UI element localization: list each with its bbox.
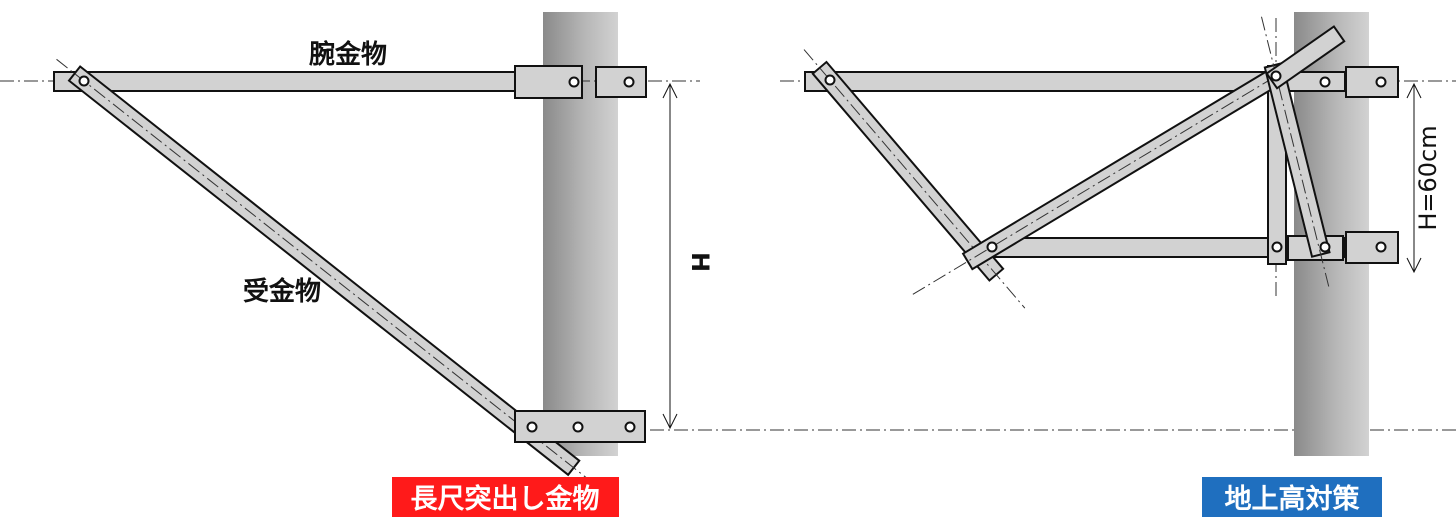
bolt-icon xyxy=(1319,76,1331,88)
right-left-brace-centerline xyxy=(803,49,1026,309)
bolt-icon xyxy=(623,76,635,88)
left-brace-centerline xyxy=(56,58,595,485)
bolt-icon xyxy=(1270,70,1282,82)
bolt-icon xyxy=(1375,76,1387,88)
left-arm-bar xyxy=(53,71,573,92)
right-steep-brace-centerline xyxy=(1260,16,1330,289)
right-extension-bar xyxy=(1265,25,1346,90)
arrow-up-icon xyxy=(1406,82,1422,99)
left-top-clamp-plate xyxy=(595,66,647,98)
arrow-down-icon xyxy=(662,413,678,430)
bolt-icon xyxy=(1375,241,1387,253)
right-diagram: H=60cm 地上高対策 xyxy=(780,12,1456,517)
right-top-clamp-plate xyxy=(1345,66,1399,98)
bolt-icon xyxy=(568,76,580,88)
bolt-icon xyxy=(78,75,90,87)
right-lower-clamp-plate xyxy=(1345,231,1399,264)
left-height-label: H xyxy=(686,252,714,272)
bolt-icon xyxy=(1271,241,1283,253)
bolt-icon xyxy=(1319,241,1331,253)
right-badge-text: 地上高対策 xyxy=(1225,483,1361,515)
right-badge xyxy=(1202,477,1382,517)
brace-label: 受金物 xyxy=(243,276,321,307)
left-diagram: H 腕金物 受金物 長尺突出し金物 xyxy=(0,12,714,517)
bolt-icon xyxy=(986,241,998,253)
bolt-icon xyxy=(824,74,836,86)
bolt-icon xyxy=(624,421,636,433)
bolt-icon xyxy=(526,421,538,433)
arrow-down-icon xyxy=(1406,257,1422,274)
left-badge-text: 長尺突出し金物 xyxy=(411,483,600,515)
left-badge xyxy=(392,477,619,517)
right-height-label: H=60cm xyxy=(1414,125,1442,230)
arm-label: 腕金物 xyxy=(308,39,387,70)
bolt-icon xyxy=(572,421,584,433)
arrow-up-icon xyxy=(662,82,678,99)
